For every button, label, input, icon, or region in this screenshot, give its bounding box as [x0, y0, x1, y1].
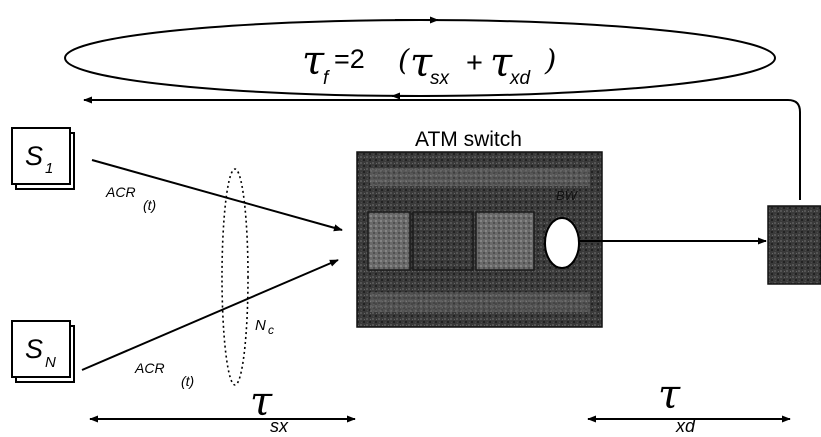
delay-xd-subscript: xd [675, 416, 696, 436]
link-sn-to-switch [81, 259, 339, 371]
delay-xd: τ xd [587, 372, 791, 436]
delay-xd-tau: τ [658, 372, 681, 418]
formula-xd-subscript: xd [509, 68, 532, 89]
delay-sx-tau: τ [250, 379, 273, 425]
output-queue [367, 211, 535, 271]
formula-close-paren: ) [544, 43, 556, 77]
source-sn: S N [11, 320, 75, 383]
delay-sx-subscript: sx [270, 416, 289, 436]
formula-tau-xd: τ [490, 40, 513, 86]
round-trip-loop [64, 16, 776, 100]
atm-switch: ATM switch BW [356, 128, 603, 328]
source-s1: S 1 [11, 127, 75, 190]
source-sn-letter: S [25, 334, 43, 364]
source-sn-subscript: N [45, 354, 56, 371]
feedback-path [83, 96, 801, 200]
acr-subscript-top: (t) [143, 197, 156, 213]
delay-sx: τ sx [89, 379, 356, 436]
connection-group-ellipse [221, 168, 249, 386]
formula-plus: + [466, 47, 483, 79]
formula-tau-sx: τ [410, 40, 433, 86]
formula-sx-subscript: sx [430, 68, 451, 89]
acr-subscript-bottom: (t) [181, 373, 194, 389]
nc-label: N [255, 317, 266, 334]
server-link-bandwidth [544, 217, 580, 269]
nc-subscript: c [268, 323, 274, 337]
source-s1-subscript: 1 [45, 160, 53, 177]
source-s1-letter: S [25, 141, 43, 171]
atm-switch-title: ATM switch [415, 128, 522, 151]
formula-equals-two: =2 [334, 44, 365, 74]
formula-tau-f: τ [302, 38, 325, 84]
formula-f-subscript: f [323, 68, 330, 89]
acr-label-bottom: ACR [134, 360, 165, 376]
feedback-arrow [83, 96, 801, 200]
formula-open-paren: ( [398, 43, 410, 77]
bw-label: BW [556, 188, 579, 203]
acr-label-top: ACR [105, 184, 136, 200]
round-trip-formula: τ f =2 ( τ sx + τ xd ) [302, 38, 556, 89]
destination-node [767, 205, 821, 285]
link-s1-to-switch [91, 159, 343, 232]
